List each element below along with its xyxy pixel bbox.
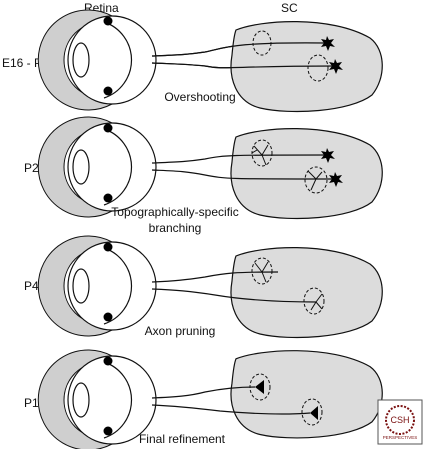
nasal-rgc bbox=[103, 426, 113, 436]
target-zone-nasal bbox=[304, 166, 328, 194]
logo-text-perspectives: PERSPECTIVES bbox=[383, 435, 418, 440]
eye bbox=[37, 116, 157, 218]
stage-caption: Overshooting bbox=[164, 90, 235, 104]
nasal-rgc bbox=[103, 312, 113, 322]
superior-colliculus bbox=[230, 128, 383, 220]
temporal-rgc bbox=[103, 123, 113, 133]
axon-arbor-terminal bbox=[255, 380, 264, 394]
nasal-rgc bbox=[103, 193, 113, 203]
growth-cone-star bbox=[329, 59, 343, 74]
target-zone-nasal bbox=[307, 54, 329, 82]
eye bbox=[37, 235, 157, 337]
csh-perspectives-logo: CSH PERSPECTIVES bbox=[377, 399, 423, 445]
axon-arbor-terminal bbox=[310, 406, 318, 420]
sc-header: SC bbox=[281, 1, 298, 15]
temporal-rgc bbox=[103, 242, 113, 252]
target-zone-nasal bbox=[303, 287, 325, 315]
target-zone-temporal bbox=[249, 373, 271, 401]
target-zone-temporal bbox=[251, 257, 273, 285]
stage-caption-line1: Topographically-specific bbox=[111, 205, 238, 219]
nasal-rgc bbox=[103, 86, 113, 96]
logo-text-csh: CSH bbox=[390, 415, 409, 425]
target-zone-temporal bbox=[252, 30, 272, 56]
eye bbox=[37, 349, 157, 449]
lens bbox=[72, 42, 90, 78]
lens bbox=[72, 382, 90, 418]
temporal-rgc bbox=[103, 356, 113, 366]
axon-branches bbox=[254, 261, 269, 283]
growth-cone-star bbox=[321, 36, 335, 51]
growth-cone-star bbox=[329, 172, 343, 187]
stage-age-label: P2 bbox=[24, 161, 39, 175]
target-zone-nasal bbox=[301, 398, 323, 426]
lens bbox=[72, 268, 90, 304]
stage-e16-p0: E16 - P0 Overshooting bbox=[2, 9, 383, 113]
stage-p10: P10 Final refinement bbox=[24, 349, 383, 449]
axon-branches bbox=[307, 170, 323, 191]
temporal-rgc bbox=[103, 16, 113, 26]
stage-p2: P2 Topographically-specific branching bbox=[24, 116, 383, 235]
lens bbox=[72, 149, 90, 185]
stage-caption: Axon pruning bbox=[145, 324, 216, 338]
stage-caption-line2: branching bbox=[149, 221, 202, 235]
stage-p4: P4 Axon pruning bbox=[24, 235, 383, 339]
eye bbox=[37, 9, 157, 111]
stage-age-label: E16 - P0 bbox=[2, 56, 49, 70]
growth-cone-star bbox=[321, 148, 335, 163]
axon-branches bbox=[310, 293, 323, 311]
axon-branches bbox=[251, 144, 269, 166]
stage-age-label: P4 bbox=[24, 279, 39, 293]
stage-caption: Final refinement bbox=[139, 432, 226, 446]
superior-colliculus bbox=[230, 350, 383, 439]
